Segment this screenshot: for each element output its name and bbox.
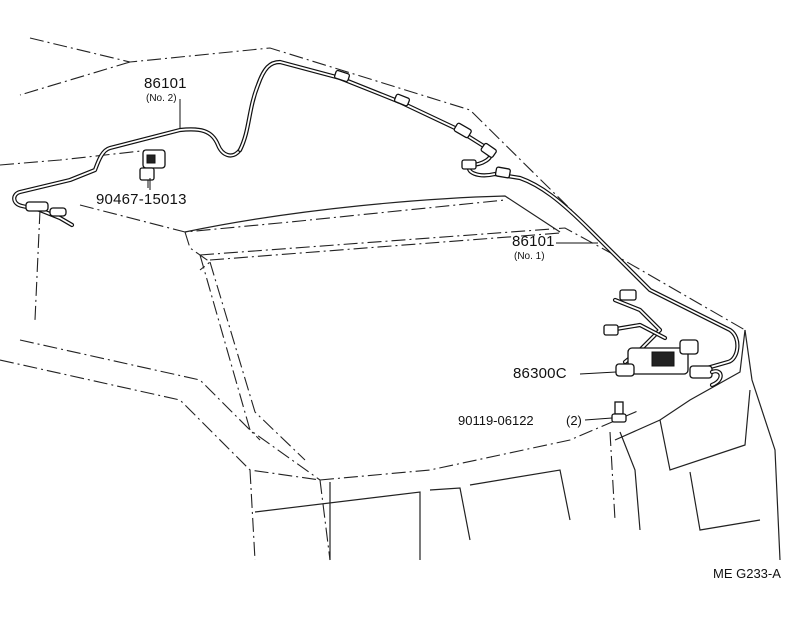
- hose-no2-sub: (No. 2): [146, 93, 177, 104]
- part-number-90119-06122: 90119-06122: [458, 413, 534, 428]
- car-body-solid: [184, 195, 781, 561]
- left-nozzle: [25, 201, 67, 217]
- figure-code: ME G233-A: [713, 566, 781, 581]
- screw-quantity: (2): [566, 413, 582, 428]
- label-hose-no1: 86101 (No. 1): [512, 233, 555, 262]
- part-number-90467-15013: 90467-15013: [96, 191, 187, 208]
- part-number-86300c: 86300C: [513, 365, 567, 382]
- washer-motor-86300c: [615, 339, 723, 388]
- leader-lines: [149, 99, 617, 421]
- label-hose-no2: 86101 (No. 2): [144, 75, 187, 104]
- label-screw: 90119-06122 (2): [458, 413, 582, 428]
- screw-90119: [611, 401, 627, 423]
- hose-clip-90467: [139, 149, 166, 188]
- washer-hose-no2: [12, 127, 243, 228]
- hose-no1-sub: (No. 1): [514, 251, 545, 262]
- car-body-outline: [0, 37, 746, 561]
- part-number-86101-no2: 86101: [144, 75, 187, 92]
- part-number-86101-no1: 86101: [512, 233, 555, 250]
- washer-hose-no1: [237, 59, 740, 373]
